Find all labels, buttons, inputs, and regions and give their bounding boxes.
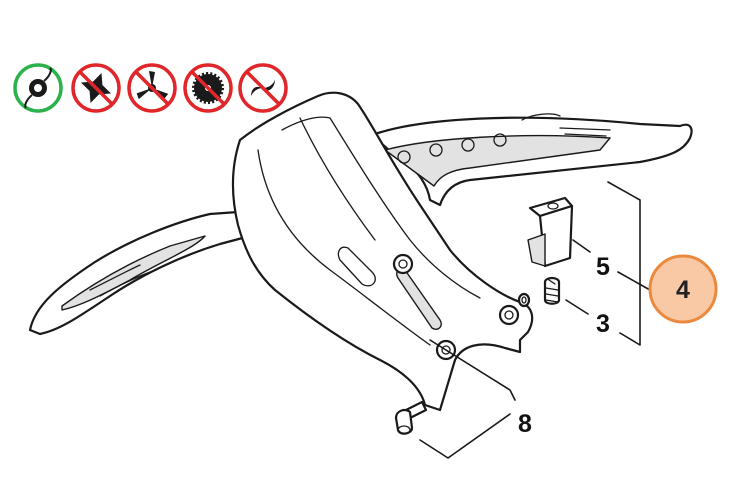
bolt-part-8 (394, 400, 428, 435)
callout-4: 4 (676, 276, 690, 304)
deflector-rail (370, 113, 693, 207)
clip-part (527, 196, 574, 268)
screw-part-3 (543, 276, 561, 305)
metal-blade-4-tooth-icon (71, 63, 121, 113)
usage-icon-row (13, 63, 288, 113)
callout-4-highlight: 4 (648, 254, 718, 324)
trimmer-line-head-icon (13, 63, 63, 113)
circular-saw-blade-icon (183, 63, 233, 113)
washer-part (517, 292, 531, 308)
guard-hood (28, 91, 534, 412)
callout-leaders (419, 181, 651, 459)
three-blade-knife-icon (127, 63, 177, 113)
callout-8: 8 (518, 410, 532, 438)
callout-5: 5 (596, 253, 610, 281)
callout-3: 3 (596, 310, 610, 338)
two-blade-knife-icon (238, 63, 288, 113)
